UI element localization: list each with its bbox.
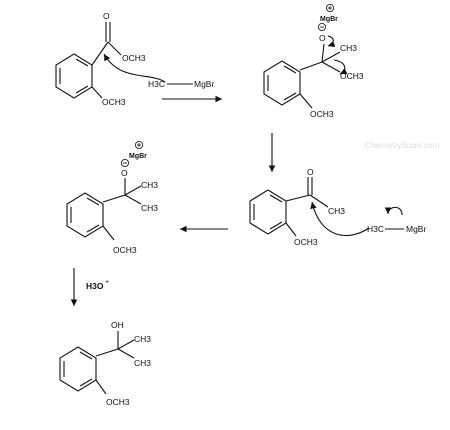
- alk-ch3a-label: CH3: [141, 180, 158, 190]
- ring5-och3-label: OCH3: [106, 397, 130, 407]
- grignard-reagent-2: H3C MgBr: [367, 206, 426, 234]
- grignard2-h3c: H3C: [367, 224, 384, 234]
- curved-arrow-attack-2: [310, 201, 370, 236]
- h3o-charge: +: [105, 279, 109, 286]
- tet-och3-label: OCH3: [340, 71, 364, 81]
- ring2-och3-label: OCH3: [310, 109, 334, 119]
- alk-o-label: O: [121, 168, 128, 178]
- prod-ch3b-label: CH3: [134, 358, 151, 368]
- ketone-intermediate: O CH3 OCH3: [249, 167, 345, 247]
- prod-ch3a-label: CH3: [134, 334, 151, 344]
- grignard-reagent-1: H3C MgBr: [148, 79, 214, 89]
- ring4-och3-label: OCH3: [113, 245, 137, 255]
- curved-arrow-attack-1: [103, 53, 166, 83]
- tetrahedral-intermediate: MgBr O CH3 OCH3 OCH3: [263, 4, 364, 119]
- tertiary-alcohol-product: OH CH3 CH3 OCH3: [59, 320, 151, 407]
- ketone-ch3-label: CH3: [328, 206, 345, 216]
- grignard1-mgbr: MgBr: [194, 79, 214, 89]
- ring3-och3-label: OCH3: [294, 237, 318, 247]
- alk-ch3b-label: CH3: [141, 203, 158, 213]
- methyl-2-methoxybenzoate: O OCH3 OCH3: [55, 11, 146, 107]
- tet-mgbr-label: MgBr: [320, 16, 338, 23]
- grignard2-mgbr: MgBr: [406, 224, 426, 234]
- magnesium-alkoxide: MgBr O CH3 CH3 OCH3: [66, 140, 158, 255]
- ketone-o-label: O: [307, 167, 314, 177]
- oh-label: OH: [111, 320, 124, 330]
- tet-o-label: O: [319, 33, 326, 43]
- watermark: ChemistryScore.com: [365, 141, 440, 150]
- ester-carbonyl-o: O: [103, 11, 110, 21]
- ring1-och3-label: OCH3: [102, 97, 126, 107]
- alk-mgbr-label: MgBr: [129, 153, 147, 160]
- acid-workup-reagent: H3O +: [86, 279, 109, 291]
- tet-ch3-label: CH3: [340, 43, 357, 53]
- h3o-label: H3O: [86, 281, 104, 291]
- grignard1-h3c: H3C: [148, 79, 165, 89]
- ester-och3-label: OCH3: [122, 53, 146, 63]
